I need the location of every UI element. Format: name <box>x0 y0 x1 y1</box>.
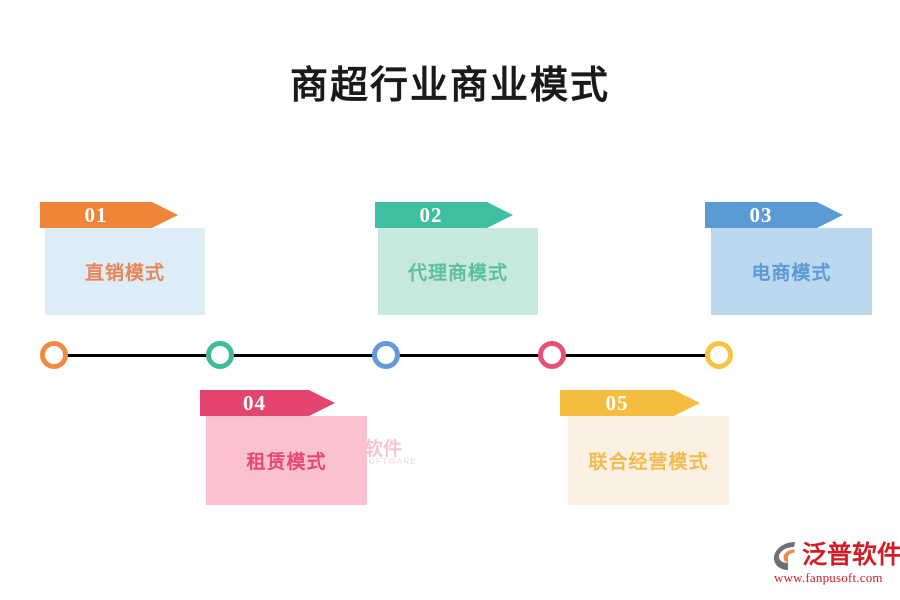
card-banner-01: 01 <box>40 202 178 228</box>
card-body-04: 租赁模式 <box>206 416 367 505</box>
card-number-03: 03 <box>749 203 773 227</box>
timeline-node-04[interactable] <box>538 341 566 369</box>
brand-url: www.fanpusoft.com <box>774 570 883 585</box>
timeline-node-03[interactable] <box>372 341 400 369</box>
timeline-node-01[interactable] <box>40 341 68 369</box>
card-label-03: 电商模式 <box>751 263 832 284</box>
card-number-02: 02 <box>419 203 443 227</box>
card-body-02: 代理商模式 <box>378 228 538 315</box>
page-title: 商超行业商业模式 <box>289 65 610 107</box>
card-label-02: 代理商模式 <box>407 263 508 284</box>
timeline-node-05[interactable] <box>705 341 733 369</box>
card-banner-03: 03 <box>705 202 843 228</box>
card-number-01: 01 <box>84 203 108 227</box>
fanpu-swoosh-logo-icon <box>774 542 795 570</box>
brand-name: 泛普软件 <box>802 541 900 569</box>
card-number-05: 05 <box>605 391 629 415</box>
brand-logo: 泛普软件 www.fanpusoft.com <box>772 540 900 590</box>
card-body-03: 电商模式 <box>711 228 872 315</box>
card-body-05: 联合经营模式 <box>568 416 729 505</box>
card-number-04: 04 <box>243 391 266 415</box>
card-banner-04: 04 <box>200 390 335 416</box>
card-label-01: 直销模式 <box>84 263 165 284</box>
card-label-04: 租赁模式 <box>246 452 327 473</box>
card-banner-02: 02 <box>375 202 513 228</box>
card-body-01: 直销模式 <box>45 228 205 315</box>
timeline-node-02[interactable] <box>206 341 234 369</box>
card-label-05: 联合经营模式 <box>588 452 709 473</box>
card-banner-05: 05 <box>560 390 700 416</box>
